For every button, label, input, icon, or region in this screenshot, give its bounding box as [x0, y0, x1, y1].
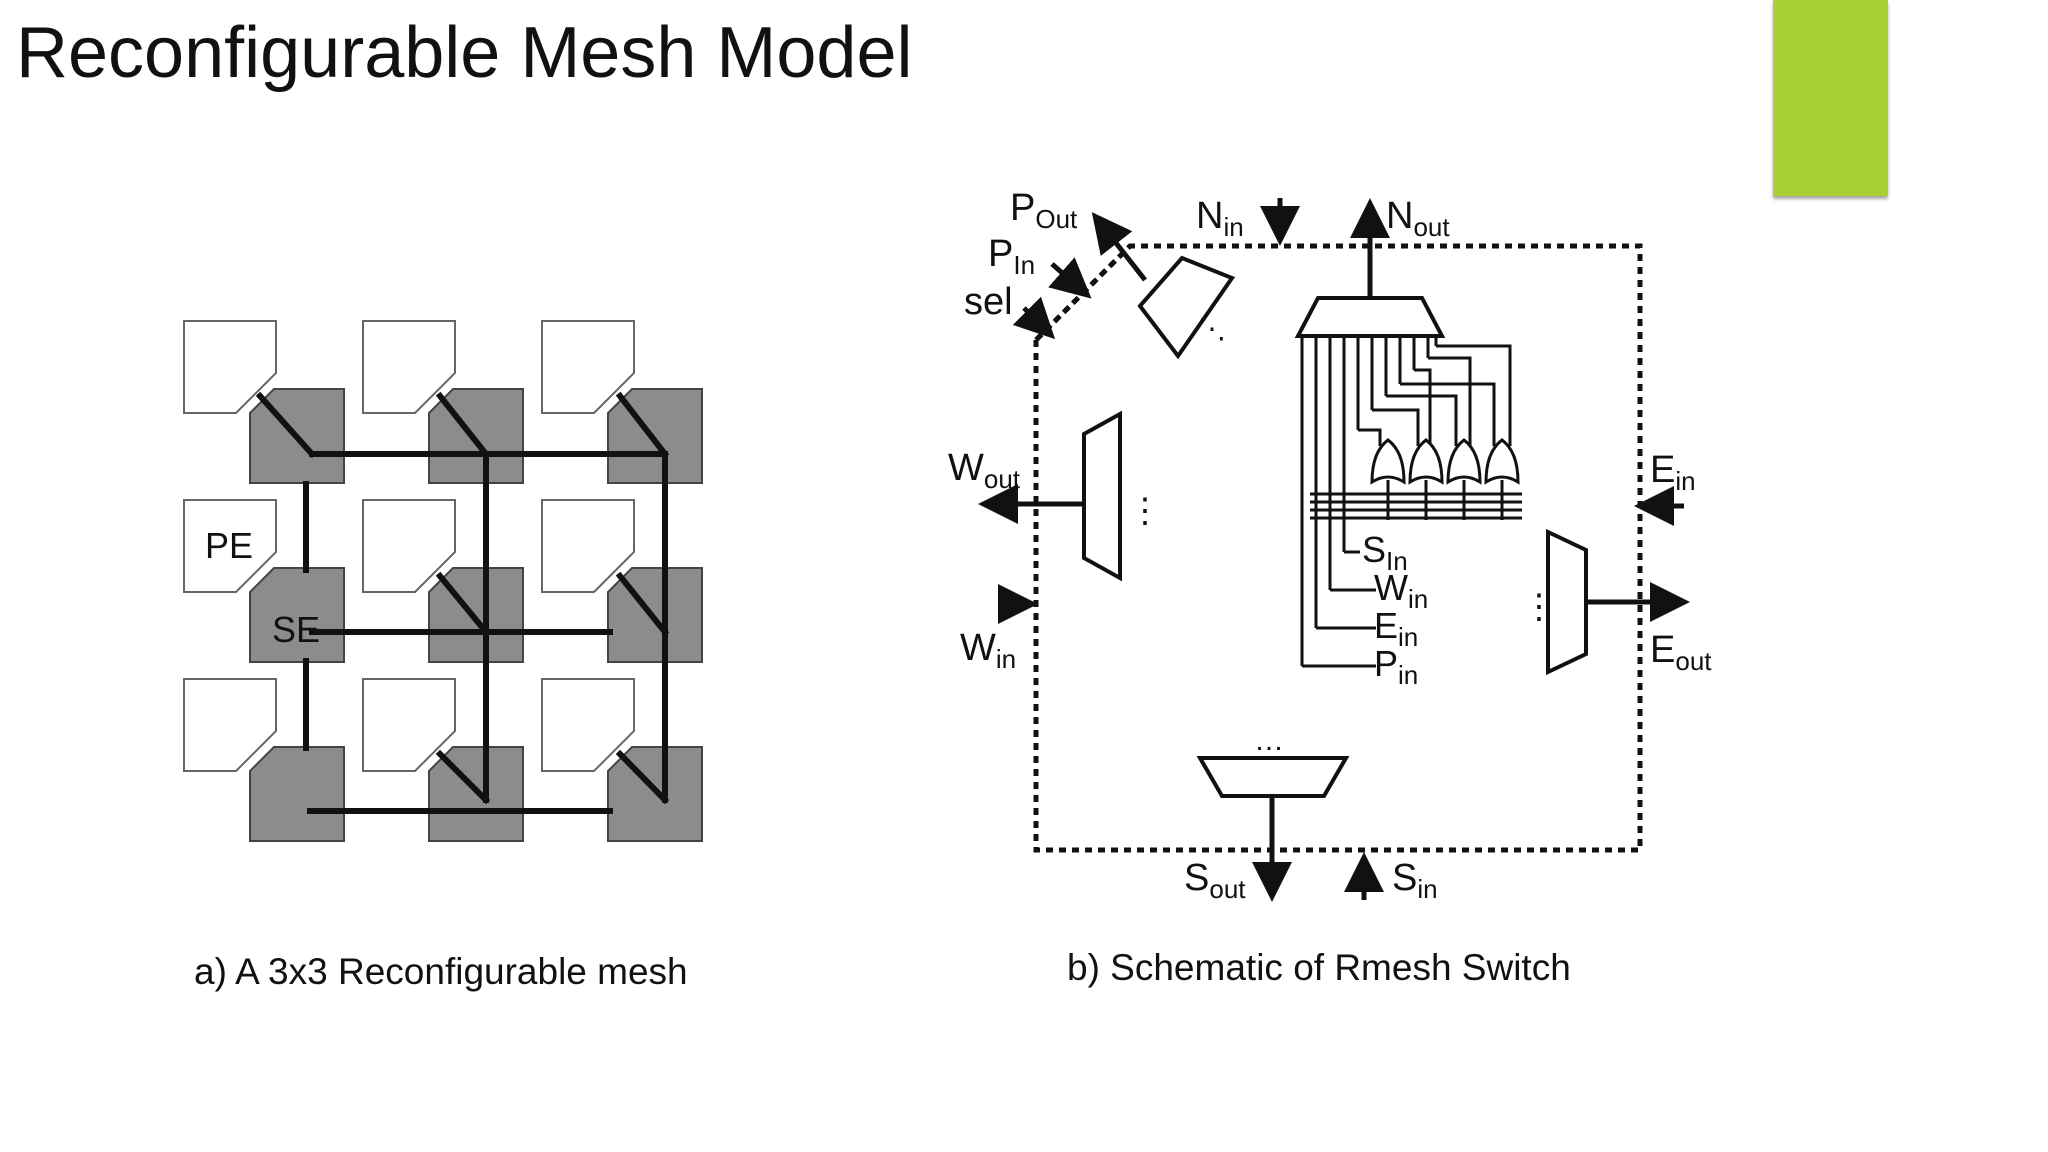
mesh-bus	[255, 391, 670, 814]
s-in-label: Sin	[1392, 857, 1438, 904]
n-in-label: Nin	[1196, 195, 1244, 242]
or-gates	[1370, 438, 1520, 520]
se-cell-2-1	[249, 567, 345, 663]
e-out-label: Eout	[1650, 629, 1712, 676]
w-in-label: Win	[960, 627, 1016, 674]
pe-cell-2-3	[541, 499, 635, 593]
pe-cell-1-3	[541, 320, 635, 414]
p-in-label: PIn	[988, 233, 1035, 280]
p-mux-dots: ⋱	[1198, 313, 1226, 344]
se-cell-3-1	[249, 746, 345, 842]
or-gate-3	[1446, 438, 1482, 485]
bus-label-p: Pin	[1374, 643, 1418, 690]
switch-caption: b) Schematic of Rmesh Switch	[1067, 947, 1571, 988]
pe-label: PE	[205, 525, 253, 566]
e-mux	[1546, 528, 1588, 676]
or-gate-2	[1408, 438, 1444, 485]
switch-port-labels: POut PIn sel Nin Nout Wout Win Ein Eout …	[948, 187, 1712, 904]
accent-bar	[1773, 0, 1888, 196]
e-mux-dots: ⋮	[1522, 588, 1556, 626]
se-label: SE	[272, 609, 320, 650]
e-in-label: Ein	[1650, 449, 1696, 496]
n-mux	[1294, 296, 1446, 338]
mesh-diag-2	[435, 391, 491, 459]
switch-diagram: ⋱	[978, 198, 1690, 902]
mesh-diag-5	[615, 571, 670, 637]
mesh-diag-1	[255, 391, 317, 459]
mesh-diag-4	[435, 571, 491, 637]
bus-label-e: Ein	[1374, 605, 1418, 652]
or-gate-1	[1370, 438, 1406, 485]
p-mux	[1137, 255, 1236, 360]
bus-label-w: Win	[1374, 567, 1428, 614]
pe-cell-2-2	[362, 499, 456, 593]
n-out-label: Nout	[1386, 195, 1450, 242]
s-out-label: Sout	[1184, 857, 1246, 904]
or-gate-4	[1484, 438, 1520, 485]
mesh-diag-7	[615, 749, 670, 805]
mesh-diag-3	[615, 391, 670, 459]
pe-cell-1-1	[183, 320, 277, 414]
pe-cell-3-1	[183, 678, 277, 772]
mesh-diag-6	[435, 749, 491, 805]
p-out-label: POut	[1010, 187, 1078, 234]
s-mux	[1196, 756, 1350, 798]
mesh-caption: a) A 3x3 Reconfigurable mesh	[194, 951, 688, 992]
slide-title: Reconfigurable Mesh Model	[16, 13, 913, 93]
pe-cell-2-1	[183, 499, 277, 593]
w-mux	[1082, 410, 1122, 582]
sel-label: sel	[964, 281, 1013, 323]
pe-cell-3-3	[541, 678, 635, 772]
s-mux-dots: …	[1254, 724, 1284, 757]
pe-cell-1-2	[362, 320, 456, 414]
bus-labels: SIn Win Ein Pin	[1362, 529, 1428, 690]
p-in-arrow	[1048, 257, 1092, 299]
w-out-label: Wout	[948, 447, 1021, 494]
pe-cell-3-2	[362, 678, 456, 772]
bus-label-s: SIn	[1362, 529, 1408, 576]
w-mux-dots: ⋮	[1128, 492, 1162, 530]
p-out-arrow	[1091, 212, 1147, 282]
sel-arrow	[1012, 296, 1056, 340]
